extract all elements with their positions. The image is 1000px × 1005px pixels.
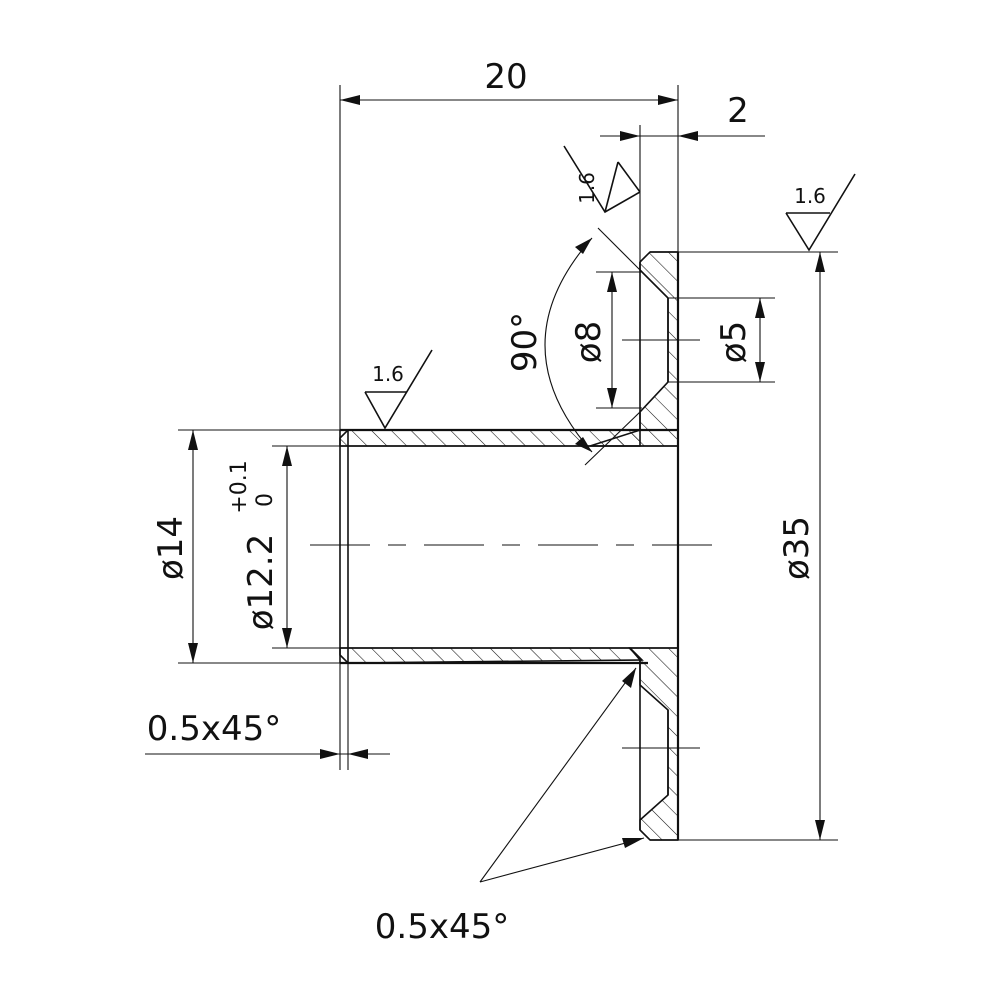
dim-2-label: 2 xyxy=(727,91,749,131)
part-section xyxy=(339,251,680,841)
dim-35-label: ø35 xyxy=(777,516,817,580)
dim-90-label: 90° xyxy=(505,312,545,372)
dim-bore-diameter: ø12.2 +0.1 0 xyxy=(227,445,340,649)
dim-hole-diameter: ø5 xyxy=(668,297,775,383)
surface-finish-shaft-label: 1.6 xyxy=(372,362,404,386)
surface-finish-flange-outer: 1.6 xyxy=(785,173,856,252)
dim-14-label: ø14 xyxy=(151,516,191,580)
dim-20-label: 20 xyxy=(484,57,527,97)
flange-chamfer-label: 0.5x45° xyxy=(375,907,509,947)
edge-chamfer-label: 0.5x45° xyxy=(147,709,281,749)
dim-overall-length: 20 xyxy=(339,57,679,430)
lower-wall-section xyxy=(339,647,644,664)
surface-finish-flange-outer-label: 1.6 xyxy=(794,184,826,208)
dim-8-label: ø8 xyxy=(569,321,609,363)
surface-finish-flange-face: 1.6 xyxy=(563,145,641,214)
center-lines xyxy=(310,339,720,749)
tolerance-upper: +0.1 xyxy=(227,460,252,513)
lower-flange-section xyxy=(628,647,679,841)
dim-countersink-angle: 90° xyxy=(505,227,643,466)
dim-edge-chamfer: 0.5x45° xyxy=(145,663,390,770)
dim-flange-thickness: 2 xyxy=(600,91,765,262)
dim-12-2-label: ø12.2 xyxy=(241,534,281,631)
tolerance-lower: 0 xyxy=(253,493,278,507)
dim-flange-chamfer: 0.5x45° xyxy=(375,667,645,947)
surface-finish-flange-face-label: 1.6 xyxy=(575,172,599,204)
dim-flange-diameter: ø35 xyxy=(678,251,838,841)
dim-outer-diameter: ø14 xyxy=(151,429,340,664)
dim-countersink-diameter: ø8 xyxy=(569,271,642,409)
dim-5-label: ø5 xyxy=(714,321,754,363)
surface-finish-shaft: 1.6 xyxy=(364,349,433,430)
